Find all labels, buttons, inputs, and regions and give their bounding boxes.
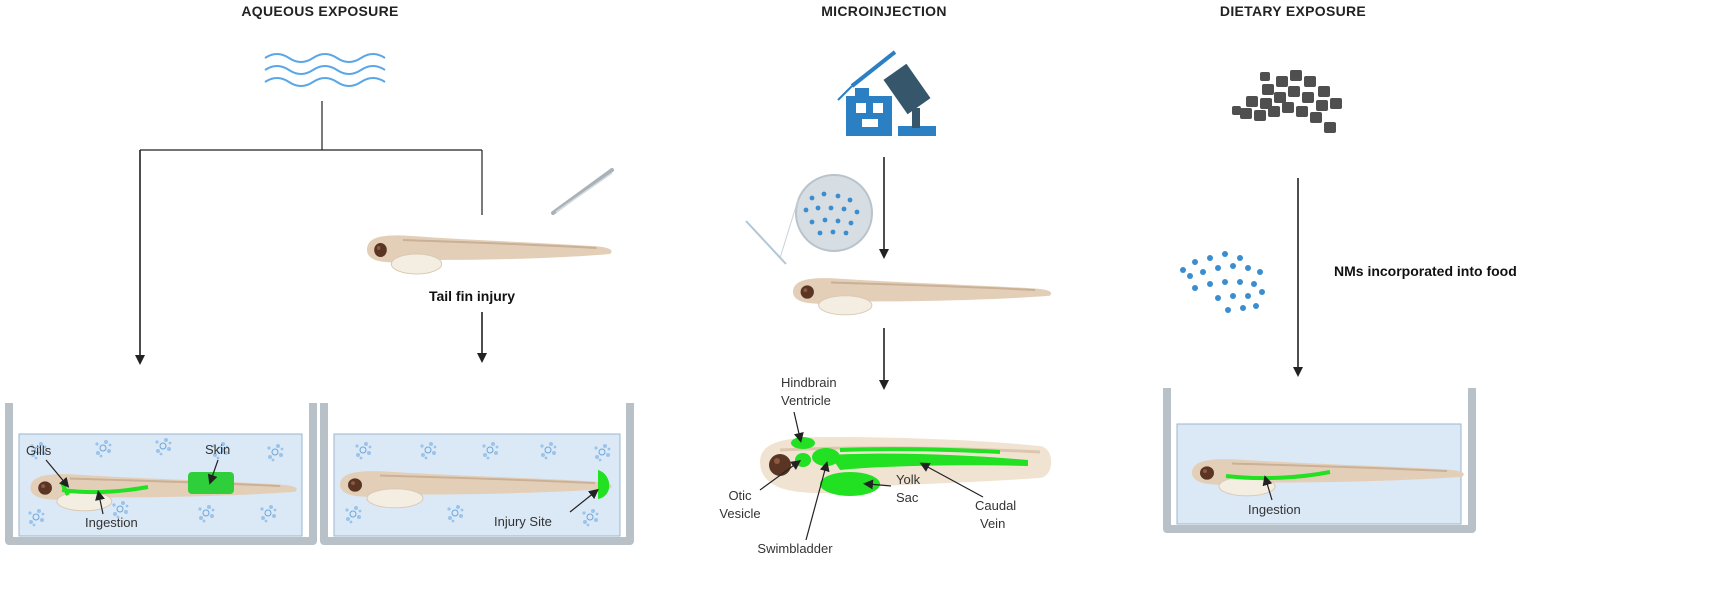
heading-microinjection: MICROINJECTION [821,3,947,19]
larva-injection [792,277,1053,316]
tank-dietary [1163,388,1476,533]
label-tail-fin-injury: Tail fin injury [429,288,515,304]
label-swimbladder: Swimbladder [757,541,833,556]
tweezers-icon [551,168,614,215]
larva-tail-fin-injury [366,234,613,275]
label-injury-site: Injury Site [494,514,552,529]
label-vesicle: Vesicle [719,506,760,521]
heading-aqueous-exposure: AQUEOUS EXPOSURE [241,3,398,19]
tank-aqueous-gills-skin [5,403,317,545]
particle-dish-icon [745,174,873,265]
gut-highlight-right [1225,470,1331,481]
aqueous-branch-connector [135,101,483,365]
water-waves-icon [264,53,386,87]
skin-highlight [188,472,234,494]
anatomy-green-highlights [791,437,1028,496]
microinjector-icon [837,50,936,136]
label-caudal: Caudal [975,498,1016,513]
label-hindbrain: Hindbrain [781,375,837,390]
nanomaterial-particles-icon [1180,251,1265,313]
food-pellets-icon [1232,70,1342,133]
label-gills: Gills [26,443,52,458]
label-skin: Skin [205,442,230,457]
injury-site-highlight [598,470,610,499]
label-yolk: Yolk [896,472,921,487]
label-sac: Sac [896,490,919,505]
label-nms-incorporated-into-food: NMs incorporated into food [1334,263,1517,279]
label-ventricle: Ventricle [781,393,831,408]
label-otic: Otic [728,488,752,503]
label-ingestion-left: Ingestion [85,515,138,530]
heading-dietary-exposure: DIETARY EXPOSURE [1220,3,1366,19]
label-vein: Vein [980,516,1005,531]
label-ingestion-right: Ingestion [1248,502,1301,517]
gut-highlight-left [61,485,149,495]
